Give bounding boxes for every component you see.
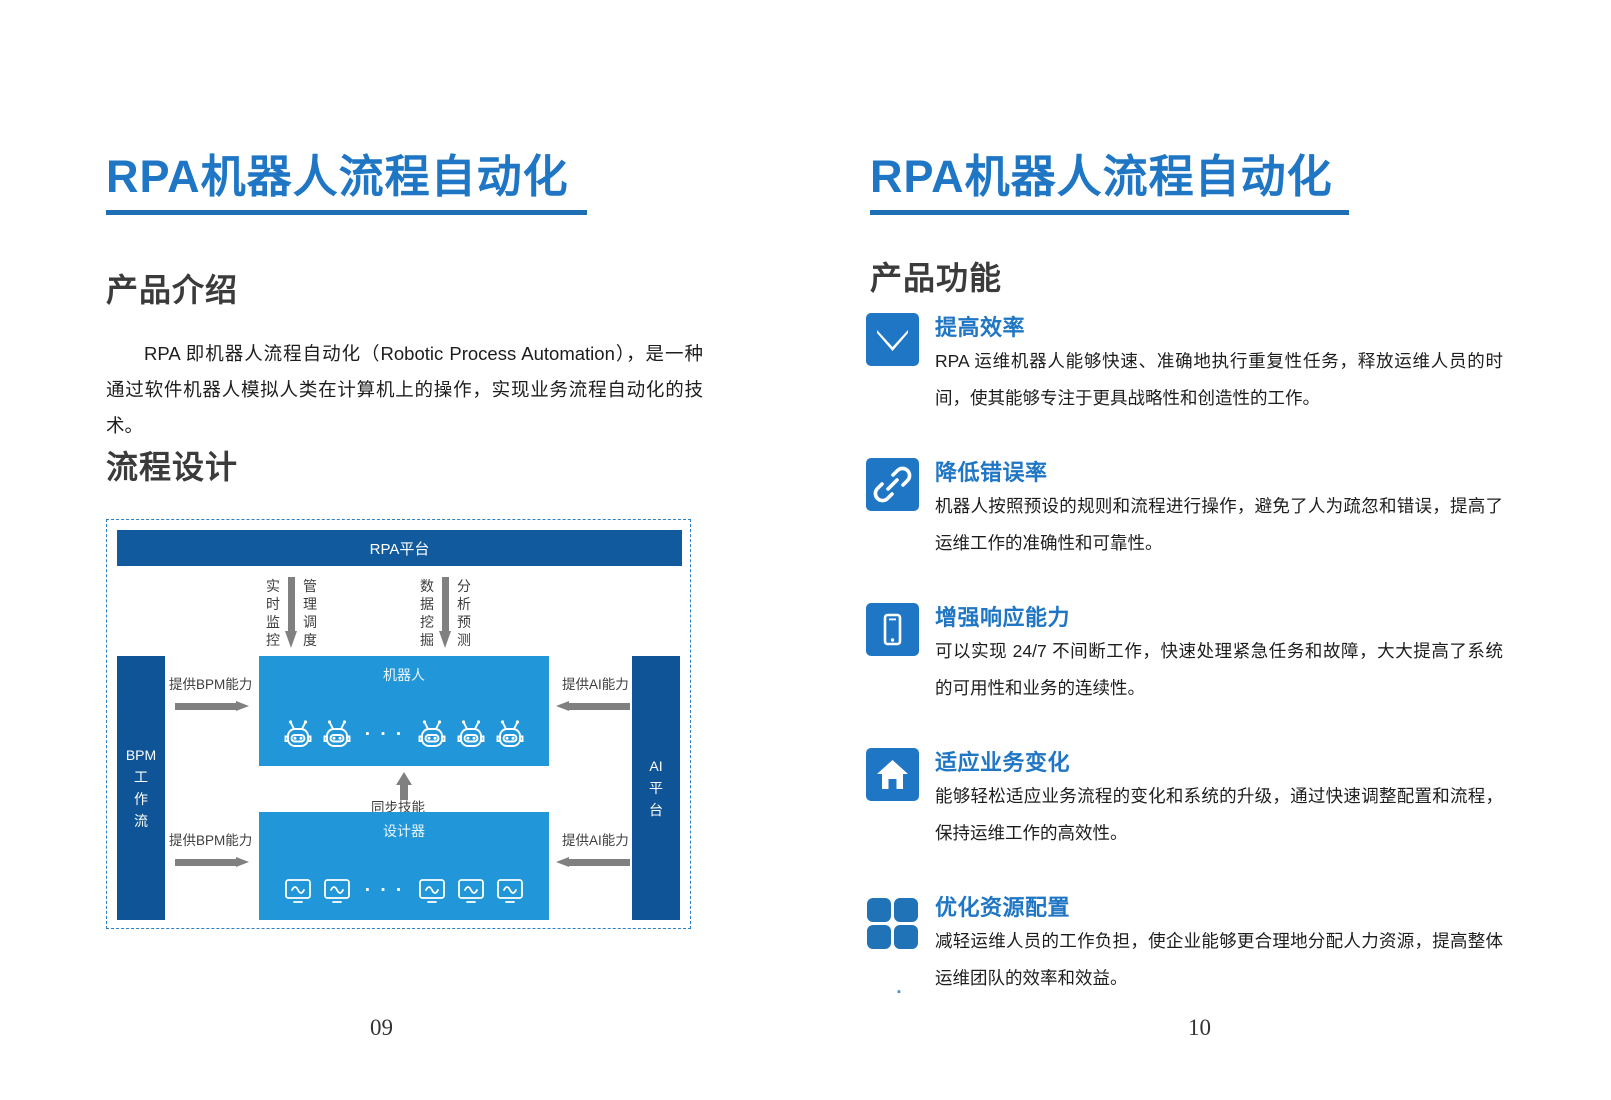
- monitor-icon: [419, 879, 446, 903]
- robot-icon: [323, 720, 351, 747]
- mobile-phone-icon: [866, 603, 919, 656]
- feature-desc-2: 可以实现 24/7 不间断工作，快速处理紧急任务和故障，大大提高了系统的可用性和…: [935, 641, 1503, 698]
- right-arrow-icon: [175, 701, 249, 712]
- flow-data-group: 数据挖掘 分析预测: [419, 577, 472, 651]
- title-underline-left: [106, 210, 587, 215]
- section-heading-product-features: 产品功能: [870, 260, 1003, 296]
- bpm-col-line-1: 工: [134, 769, 148, 785]
- feature-desc-0: RPA 运维机器人能够快速、准确地执行重复性任务，释放运维人员的时间，使其能够专…: [935, 351, 1503, 408]
- robots-ellipsis: · · ·: [364, 724, 405, 745]
- feature-title-2: 增强响应能力: [935, 605, 1071, 630]
- feature-desc-3: 能够轻松适应业务流程的变化和系统的升级，通过快速调整配置和流程，保持运维工作的高…: [935, 786, 1503, 843]
- monitor-icon: [458, 879, 485, 903]
- page-number-right: 10: [1188, 1015, 1211, 1040]
- bpm-col-line-3: 流: [134, 813, 148, 829]
- down-arrow-icon: [439, 577, 452, 651]
- robot-icon: [496, 720, 524, 747]
- feature-title-1: 降低错误率: [935, 460, 1048, 485]
- page-title-right: RPA机器人流程自动化: [870, 151, 1333, 202]
- bpm-col-line-2: 作: [134, 791, 148, 807]
- designer-block-title: 设计器: [383, 823, 425, 839]
- rpa-architecture-diagram: RPA平台 实时监控 管理调度 数据挖掘 分析预测 BPM 工 作 流 AI 平…: [106, 519, 691, 929]
- up-arrow-icon: [396, 772, 412, 800]
- envelope-icon: [866, 313, 919, 366]
- caption-bpm-bottom: 提供BPM能力: [169, 833, 253, 848]
- intro-paragraph: RPA 即机器人流程自动化（Robotic Process Automation…: [106, 336, 703, 444]
- right-arrow-icon: [175, 857, 249, 868]
- page-number-left: 09: [370, 1015, 393, 1040]
- ai-col-line-0: AI: [649, 758, 663, 774]
- diagram-designer-block: 设计器 · · ·: [259, 812, 549, 920]
- designer-icon-row: · · ·: [259, 876, 549, 906]
- robot-icon: [418, 720, 446, 747]
- section-heading-process-design: 流程设计: [106, 449, 239, 485]
- ai-col-line-2: 台: [649, 802, 663, 818]
- label-sync-skill: 同步技能: [371, 800, 425, 815]
- robot-icon: [457, 720, 485, 747]
- page-left: RPA机器人流程自动化 产品介绍 RPA 即机器人流程自动化（Robotic P…: [0, 0, 805, 1100]
- caption-bpm-top: 提供BPM能力: [169, 677, 253, 692]
- feature-desc-4: 减轻运维人员的工作负担，使企业能够更合理地分配人力资源，提高整体运维团队的效率和…: [935, 931, 1503, 988]
- diagram-robots-block: 机器人 · · ·: [259, 656, 549, 766]
- monitor-icon: [497, 879, 524, 903]
- grid-icon: [866, 893, 919, 949]
- flow-monitor-group: 实时监控 管理调度: [265, 577, 318, 651]
- down-arrow-icon: [285, 577, 298, 651]
- designer-ellipsis: · · ·: [364, 880, 405, 901]
- section-heading-product-intro: 产品介绍: [106, 272, 239, 308]
- intro-paragraph-text: RPA 即机器人流程自动化（Robotic Process Automation…: [106, 343, 703, 436]
- page-title-left: RPA机器人流程自动化: [106, 151, 569, 202]
- left-arrow-icon: [556, 857, 630, 868]
- label-manage-schedule: 管理调度: [303, 578, 317, 648]
- feature-title-3: 适应业务变化: [935, 750, 1071, 775]
- left-arrow-icon: [556, 701, 630, 712]
- robot-icon: [284, 720, 312, 747]
- robots-block-title: 机器人: [383, 667, 425, 683]
- monitor-icon: [284, 879, 311, 903]
- decorative-mark: ▪: [897, 986, 901, 998]
- diagram-bpm-workflow-column: BPM 工 作 流: [117, 656, 165, 920]
- title-underline-right: [870, 210, 1349, 215]
- label-data-mining: 数据挖掘: [420, 578, 434, 648]
- link-icon: [866, 458, 919, 511]
- caption-ai-bottom: 提供AI能力: [562, 833, 629, 848]
- label-analysis-predict: 分析预测: [457, 578, 471, 648]
- diagram-ai-platform-column: AI 平 台: [632, 656, 680, 920]
- monitor-icon: [323, 879, 350, 903]
- home-icon: [866, 748, 919, 801]
- page-right: RPA机器人流程自动化 产品功能 10: [805, 0, 1611, 1100]
- label-realtime-monitor: 实时监控: [266, 578, 280, 648]
- bpm-col-line-0: BPM: [125, 747, 157, 763]
- diagram-platform-bar: RPA平台: [117, 530, 682, 566]
- feature-desc-1: 机器人按照预设的规则和流程进行操作，避免了人为疏忽和错误，提高了运维工作的准确性…: [935, 496, 1503, 553]
- feature-title-4: 优化资源配置: [935, 895, 1071, 920]
- robot-icon-row: · · ·: [259, 718, 549, 752]
- caption-ai-top: 提供AI能力: [562, 677, 629, 692]
- feature-title-0: 提高效率: [935, 315, 1026, 340]
- ai-col-line-1: 平: [649, 780, 663, 796]
